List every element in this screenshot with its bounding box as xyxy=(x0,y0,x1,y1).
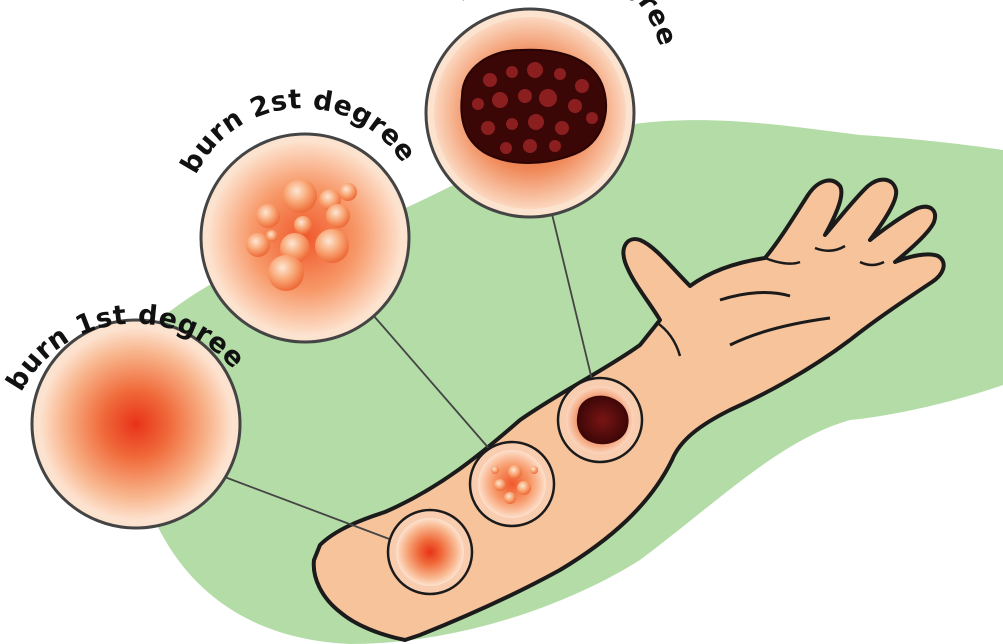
small-burn-2st xyxy=(470,442,554,526)
burn-circle-3st-degree xyxy=(426,9,634,217)
small-burn-1st xyxy=(388,510,472,594)
burn-circle-2st-degree xyxy=(201,134,409,342)
small-burn-3st xyxy=(558,378,642,462)
